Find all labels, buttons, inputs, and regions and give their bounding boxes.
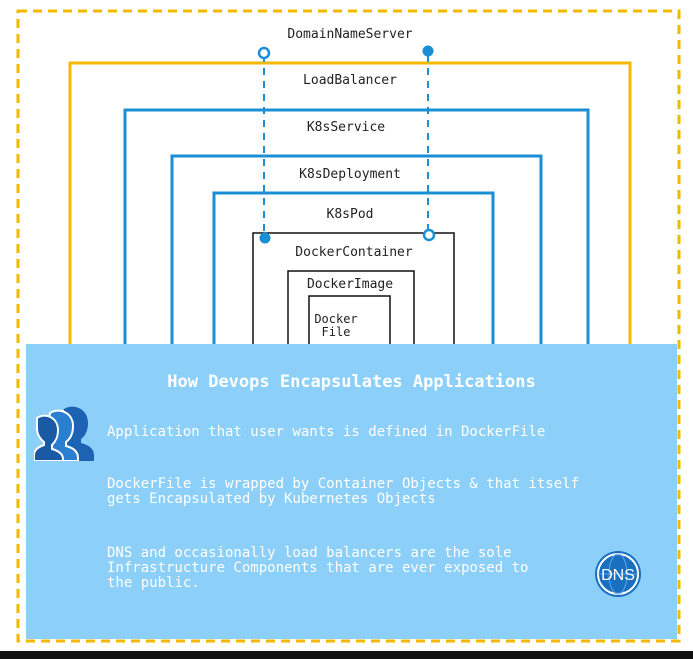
connector-right-top-node (422, 45, 434, 57)
connector-right-bottom-node (422, 228, 436, 242)
label-docker-file: Docker File (314, 312, 358, 339)
connector-left-bottom-node (259, 232, 271, 244)
label-k8s-pod: K8sPod (326, 207, 374, 222)
docker-file-box (308, 295, 391, 344)
k8s-pod-box (212, 191, 495, 344)
dns-globe-icon: DNS (595, 551, 641, 597)
dns-boundary (16, 9, 681, 643)
connector-left-top-node (257, 46, 271, 60)
load-balancer-box (68, 61, 632, 344)
label-docker-container: DockerContainer (295, 245, 413, 260)
label-k8s-deployment: K8sDeployment (299, 167, 401, 182)
docker-image-box (287, 270, 415, 344)
note-dns-exposure: DNS and occasionally load balancers are … (107, 545, 529, 591)
label-domain-name-server: DomainNameServer (287, 27, 413, 42)
note-dockerfile: Application that user wants is defined i… (107, 424, 546, 440)
k8s-service-box (123, 108, 590, 344)
docker-container-box (252, 232, 455, 344)
info-panel: How Devops Encapsulates Applications App… (26, 344, 677, 639)
note-encapsulation: DockerFile is wrapped by Container Objec… (107, 476, 580, 507)
label-k8s-service: K8sService (306, 120, 386, 135)
bottom-bar (0, 651, 693, 659)
users-icon (34, 406, 94, 461)
k8s-deployment-box (170, 154, 543, 344)
label-docker-image: DockerImage (306, 277, 394, 292)
label-load-balancer: LoadBalancer (303, 73, 397, 88)
dns-badge-label: DNS (601, 567, 635, 584)
panel-title: How Devops Encapsulates Applications (167, 372, 536, 392)
